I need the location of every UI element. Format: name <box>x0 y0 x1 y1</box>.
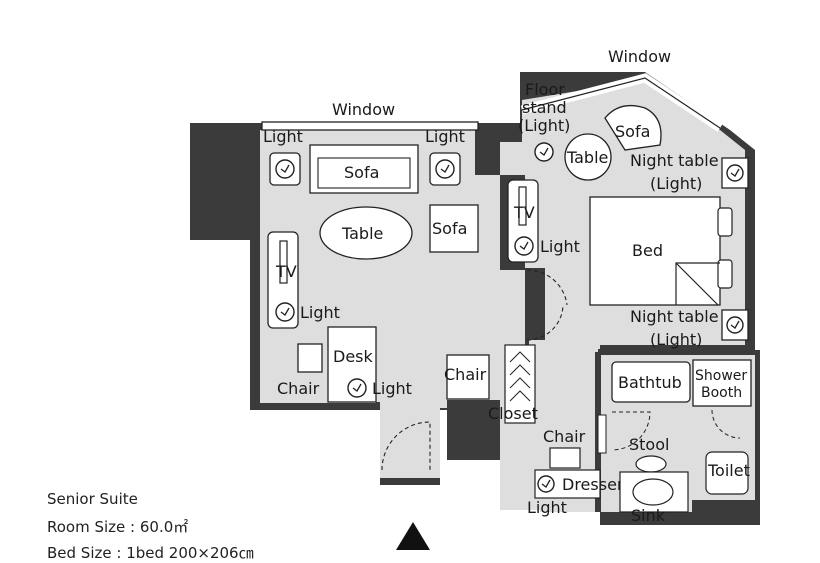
floor-stand-label: Floor <box>525 80 565 99</box>
light-label: Light <box>263 127 303 146</box>
light-label: Light <box>425 127 465 146</box>
living-table-label: Table <box>341 224 383 243</box>
light-icon <box>275 302 295 322</box>
shower-booth <box>692 359 752 407</box>
light-icon <box>269 152 301 186</box>
bathtub <box>611 361 691 403</box>
bed-cover <box>675 262 719 306</box>
shower-booth-label: Booth <box>701 385 742 401</box>
bed-size: Bed Size : 1bed 200×206㎝ <box>47 544 254 562</box>
bedroom-table-label: Table <box>566 148 608 167</box>
room-size: Room Size : 60.0㎡ <box>47 518 189 536</box>
sofa-side-label: Sofa <box>432 219 467 238</box>
light-icon <box>534 142 554 162</box>
entrance-arrow-icon <box>396 522 430 550</box>
living-chair <box>446 354 490 400</box>
closet-label: Closet <box>488 404 538 423</box>
light-icon <box>514 236 534 256</box>
window-main-label: Window <box>332 100 395 119</box>
living-chair-label: Chair <box>444 365 487 384</box>
tv-bedroom <box>518 186 527 226</box>
dresser-chair <box>549 447 581 469</box>
floor-stand-label: stand <box>522 98 567 117</box>
sofa-bay <box>604 104 662 151</box>
light-icon <box>429 152 461 186</box>
bath-partition <box>597 414 607 454</box>
sofa-bay-label: Sofa <box>615 122 650 141</box>
light-icon <box>726 316 744 334</box>
light-icon <box>726 164 744 182</box>
desk-label: Desk <box>333 347 374 366</box>
night-table-label: Night table <box>630 151 719 170</box>
night-table-label: Night table <box>630 307 719 326</box>
light-icon <box>537 475 555 493</box>
night-table-light-label: (Light) <box>650 174 702 193</box>
tv-living-label: TV <box>275 262 297 281</box>
tv-living <box>279 240 288 284</box>
light-label: Light <box>527 498 567 517</box>
stool-label: Stool <box>629 435 669 454</box>
sink-label: Sink <box>631 506 666 525</box>
window-main <box>261 121 479 131</box>
toilet-label: Toilet <box>707 461 750 480</box>
floor-stand-label: (Light) <box>518 116 570 135</box>
sofa-side <box>429 204 479 253</box>
living-table <box>319 206 413 260</box>
bathtub-label: Bathtub <box>618 373 682 392</box>
bedroom-door <box>526 269 568 306</box>
entrance-door <box>381 421 431 471</box>
closet <box>504 344 536 424</box>
desk-chair <box>297 343 323 373</box>
light-icon <box>347 378 367 398</box>
night-table-light-label: (Light) <box>650 330 702 349</box>
dresser-chair-label: Chair <box>543 427 586 446</box>
light-label: Light <box>372 379 412 398</box>
window-bay-frame <box>521 77 721 129</box>
stool <box>635 455 667 473</box>
shower-door <box>711 409 741 439</box>
bed-label: Bed <box>632 241 663 260</box>
light-label: Light <box>540 237 580 256</box>
bedroom-table <box>564 133 612 181</box>
tv-bedroom-label: TV <box>513 203 535 222</box>
desk-chair-label: Chair <box>277 379 320 398</box>
sofa-main-label: Sofa <box>344 163 379 182</box>
sink <box>632 478 674 506</box>
bathroom-door <box>611 411 651 451</box>
bed <box>589 196 721 306</box>
shower-booth-label: Shower <box>695 368 747 384</box>
pillow <box>717 207 733 237</box>
room-name: Senior Suite <box>47 490 138 508</box>
pillow <box>717 259 733 289</box>
toilet <box>705 451 749 495</box>
closet-hangers <box>509 351 531 402</box>
light-label: Light <box>300 303 340 322</box>
sofa-main-seat <box>317 157 411 189</box>
dresser-label: Dresser <box>562 475 624 494</box>
window-bay-label: Window <box>608 47 671 66</box>
